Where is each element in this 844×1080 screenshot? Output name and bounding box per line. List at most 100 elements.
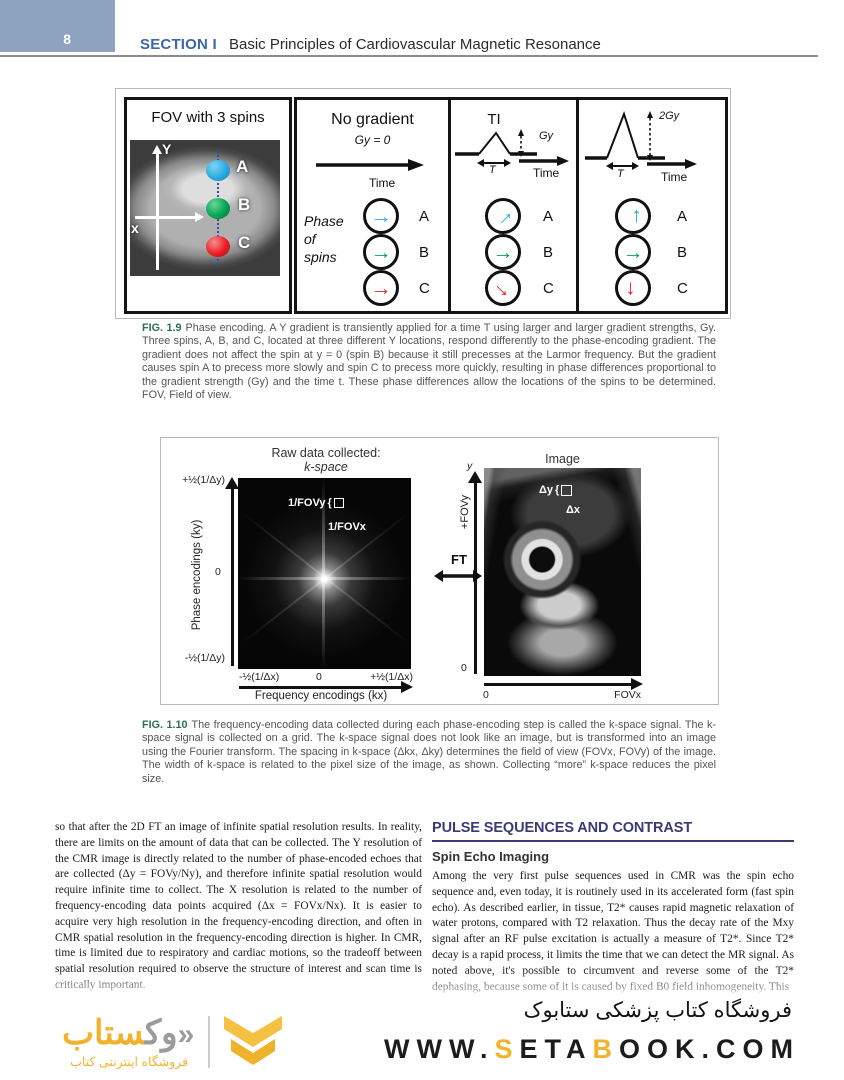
image-x-axis-line <box>484 683 632 686</box>
spin-row-label: A <box>677 208 688 225</box>
kspace-streak <box>322 478 325 669</box>
pulse-sequences-heading: PULSE SEQUENCES AND CONTRAST <box>432 820 794 842</box>
kspace-x-axis-line <box>239 686 401 689</box>
kspace-y-axis-line <box>231 488 234 666</box>
inverse-fovx-label: 1/FOVx <box>328 521 366 533</box>
brace-glyph: { <box>555 484 560 496</box>
spin-b-dot <box>206 198 230 219</box>
kspace-x-tick-mid: 0 <box>316 671 322 683</box>
url-part: ETA <box>519 1034 593 1064</box>
image-y-zero: 0 <box>461 662 467 674</box>
t-duration-label: T <box>617 168 624 180</box>
image-x-axis-arrow-icon <box>631 678 643 690</box>
figure-caption-label: FIG. 1.10 <box>142 719 188 731</box>
image-x-zero: 0 <box>483 689 489 701</box>
setabook-url: WWW.SETABOOK.COM <box>384 1034 800 1065</box>
kspace-title-line2: k-space <box>304 460 348 474</box>
x-axis-line <box>135 216 197 219</box>
spin-phase-arrow-icon: → <box>370 276 392 300</box>
image-title: Image <box>545 452 580 466</box>
spin-phase-circle: → <box>615 198 651 234</box>
spin-b-label: B <box>238 195 251 214</box>
ti-label: TI <box>487 111 501 128</box>
spin-row-label: B <box>419 244 430 261</box>
spin-echo-subheading: Spin Echo Imaging <box>432 849 550 864</box>
image-x-end-label: FOVx <box>614 689 641 701</box>
time-arrow-icon <box>316 159 424 171</box>
y-axis-arrow-icon <box>152 145 162 154</box>
phase-of-spins-label: Phase of spins <box>304 213 344 266</box>
image-y-axis-line <box>474 482 477 674</box>
time-label: Time <box>369 176 396 190</box>
spin-phase-arrow-icon: → <box>621 277 645 299</box>
spin-phase-circle: → <box>363 234 399 270</box>
chevron-emblem-icon <box>224 1016 283 1065</box>
kspace-y-tick-bottom: -½(1/Δy) <box>184 652 225 664</box>
spin-phase-arrow-icon: → <box>492 240 514 264</box>
gradient-pulse-diagram-icon <box>455 129 569 167</box>
spin-c-dot <box>206 236 230 257</box>
y-axis-label: Y <box>162 141 172 157</box>
inverse-fovy-label: 1/FOVy { <box>288 497 344 509</box>
kspace-y-axis-label: Phase encodings (ky) <box>191 519 203 631</box>
figure-caption-label: FIG. 1.9 <box>142 322 182 334</box>
spin-phase-arrow-icon: → <box>487 272 519 304</box>
x-axis-arrow-icon <box>195 212 204 222</box>
spin-row-label: B <box>543 244 554 261</box>
spin-phase-arrow-icon: → <box>621 205 645 227</box>
store-name-persian: فروشگاه کتاب پزشکی ستابوک <box>523 999 792 1022</box>
pixel-square-icon <box>333 498 344 508</box>
spin-phase-circle: → <box>485 234 521 270</box>
spin-row-label: C <box>419 280 430 297</box>
sagittal-mri-image: Δy { Δx <box>484 468 641 676</box>
kspace-image: 1/FOVy { 1/FOVx <box>238 478 411 669</box>
spin-row-label: C <box>543 280 554 297</box>
header-rule <box>0 55 818 57</box>
spin-phase-circle: → <box>363 270 399 306</box>
spin-phase-circle: → <box>615 270 651 306</box>
kspace-y-tick-top: +½(1/Δy) <box>182 474 225 486</box>
ft-label: FT <box>451 552 467 567</box>
fov-panel-title: FOV with 3 spins <box>151 109 265 126</box>
spin-phase-circle: → <box>485 270 521 306</box>
page-number-box: 8 <box>0 0 115 52</box>
kspace-x-axis-arrow-icon <box>401 681 413 693</box>
kspace-x-tick-right: +½(1/Δx) <box>370 671 413 683</box>
url-part: WWW. <box>384 1034 495 1064</box>
kspace-title-line1: Raw data collected: <box>271 446 381 460</box>
delta-y-text: Δy <box>539 484 554 496</box>
spin-phase-circle: → <box>363 198 399 234</box>
time-label: Time <box>533 166 560 180</box>
axial-mri-image: Y x A B C <box>130 140 280 276</box>
spin-row-label: C <box>677 280 688 297</box>
body-left-column: so that after the 2D FT an image of infi… <box>55 821 422 991</box>
2gy-label: 2Gy <box>659 110 680 122</box>
section-label: SECTION I <box>140 36 217 53</box>
kspace-y-tick-mid: 0 <box>215 566 221 578</box>
image-y-axis-label: +FOVy <box>459 494 471 530</box>
logo-tagline: فروشگاه اینترنتی کتاب <box>70 1054 189 1069</box>
kspace-x-axis-label: Frequency encodings (kx) <box>254 690 388 702</box>
setabook-logo: «وکستاب فروشگاه اینترنتی کتاب <box>62 1014 284 1070</box>
x-axis-label: x <box>131 220 139 236</box>
wordmark-yellow-part: ستاب <box>62 1013 145 1052</box>
t-duration-label: T <box>489 164 496 176</box>
spin-row-label: A <box>543 208 554 225</box>
spin-phase-arrow-icon: → <box>370 204 392 228</box>
image-y-top-label: y <box>467 460 473 472</box>
logo-wordmark-block: «وکستاب فروشگاه اینترنتی کتاب <box>62 1016 196 1069</box>
gradient-pulse-diagram-icon <box>585 110 697 170</box>
y-axis-line <box>156 152 159 270</box>
figure-1-10: Raw data collected: k-space 1/FOVy { 1/F… <box>160 437 719 705</box>
panel-divider <box>576 100 579 311</box>
footer-fade-overlay <box>0 970 844 1080</box>
kspace-x-tick-left: -½(1/Δx) <box>239 671 280 683</box>
figure-1-9: FOV with 3 spins Y x A B C <box>115 88 731 319</box>
page-number: 8 <box>63 31 71 47</box>
spin-phase-circle: → <box>615 234 651 270</box>
delta-x-label: Δx <box>566 504 580 516</box>
guillemet-icon: « <box>177 1017 195 1051</box>
